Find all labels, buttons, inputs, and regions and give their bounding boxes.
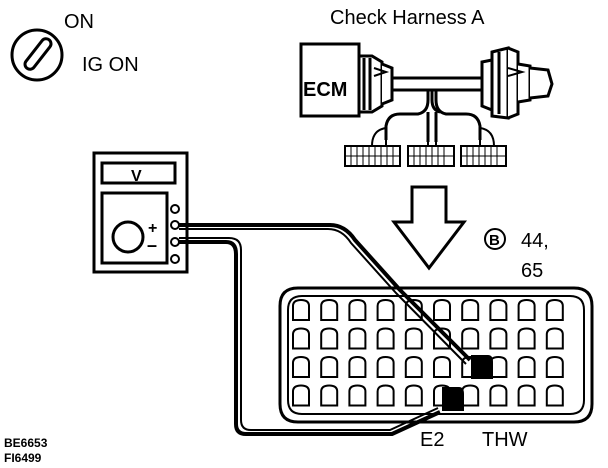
connector-pin-cavity [489, 384, 508, 407]
ignition-on-label: ON [64, 11, 94, 33]
connector-pin-cavity [545, 384, 564, 407]
connector-pin-cavity [461, 327, 480, 350]
negative-lead [179, 240, 441, 436]
ignition-switch-icon [10, 28, 64, 82]
connector-pin-cavity [461, 384, 480, 407]
connector-pin-cavity [348, 384, 367, 407]
connector-pin-cavity [404, 355, 423, 378]
connector-pin-cavity [376, 298, 395, 321]
connector-pin-cavity [348, 327, 367, 350]
connector-pin-cavity [376, 327, 395, 350]
probe-tips [442, 355, 493, 411]
voltmeter-icon [92, 151, 189, 274]
figure-code-1: BE6653 [4, 436, 48, 450]
connector-pin-cavity [292, 327, 310, 350]
voltmeter-display-label: V [131, 168, 142, 185]
connector-pin-cavity [348, 298, 367, 321]
connector-pins-line1: 44, [521, 230, 549, 252]
connector-pin-cavity [517, 327, 536, 350]
connector-pin-cavity [292, 384, 310, 407]
harness-title: Check Harness A [330, 7, 485, 29]
connector-pin-cavity [292, 298, 310, 321]
connector-pin-cavity [376, 384, 395, 407]
connector-pin-cavity [433, 298, 451, 321]
connector-pin-cavity [545, 298, 564, 321]
connector-marker-icon: B [484, 228, 506, 250]
negative-lead-edge [179, 237, 439, 431]
connector-marker-label: B [489, 232, 500, 249]
thw-label: THW [482, 429, 528, 451]
check-harness-icon [299, 42, 554, 142]
positive-lead [179, 223, 472, 362]
connector-pins-line2: 65 [521, 260, 543, 282]
connector-pin-cavity [376, 355, 395, 378]
connector-pin-cavity [489, 298, 508, 321]
down-arrow-icon [390, 185, 468, 271]
voltmeter-plus-label: + [148, 220, 157, 237]
connector-pin-cavity [320, 384, 339, 407]
connector-pin-cavity [517, 355, 536, 378]
e2-label: E2 [420, 429, 444, 451]
connector-pin-cavity [517, 384, 536, 407]
connector-pin-cavity [320, 298, 339, 321]
harness-subconnectors-icon [344, 127, 507, 167]
e2-probe-tip [442, 387, 464, 411]
figure-code-2: FI6499 [4, 451, 42, 465]
connector-pin-cavity [545, 327, 564, 350]
connector-pin-cavity [404, 384, 423, 407]
ignition-ig-on-label: IG ON [82, 54, 139, 76]
thw-probe-tip [471, 355, 493, 379]
connector-pin-cavity [461, 298, 480, 321]
connector-pin-cavity [348, 355, 367, 378]
positive-lead-edge [179, 228, 467, 365]
voltmeter-minus-label: – [147, 235, 157, 255]
test-leads [179, 223, 472, 436]
connector-pin-cavity [517, 298, 536, 321]
connector-pin-cavity [320, 327, 339, 350]
connector-pin-cavity [292, 355, 310, 378]
connector-pin-cavity [404, 327, 423, 350]
ecm-label: ECM [303, 79, 347, 101]
connector-pin-cavity [433, 355, 451, 378]
ecm-connector-icon [278, 286, 594, 424]
connector-pin-cavity [545, 355, 564, 378]
connector-pin-cavity [320, 355, 339, 378]
connector-pin-cavity [489, 327, 508, 350]
